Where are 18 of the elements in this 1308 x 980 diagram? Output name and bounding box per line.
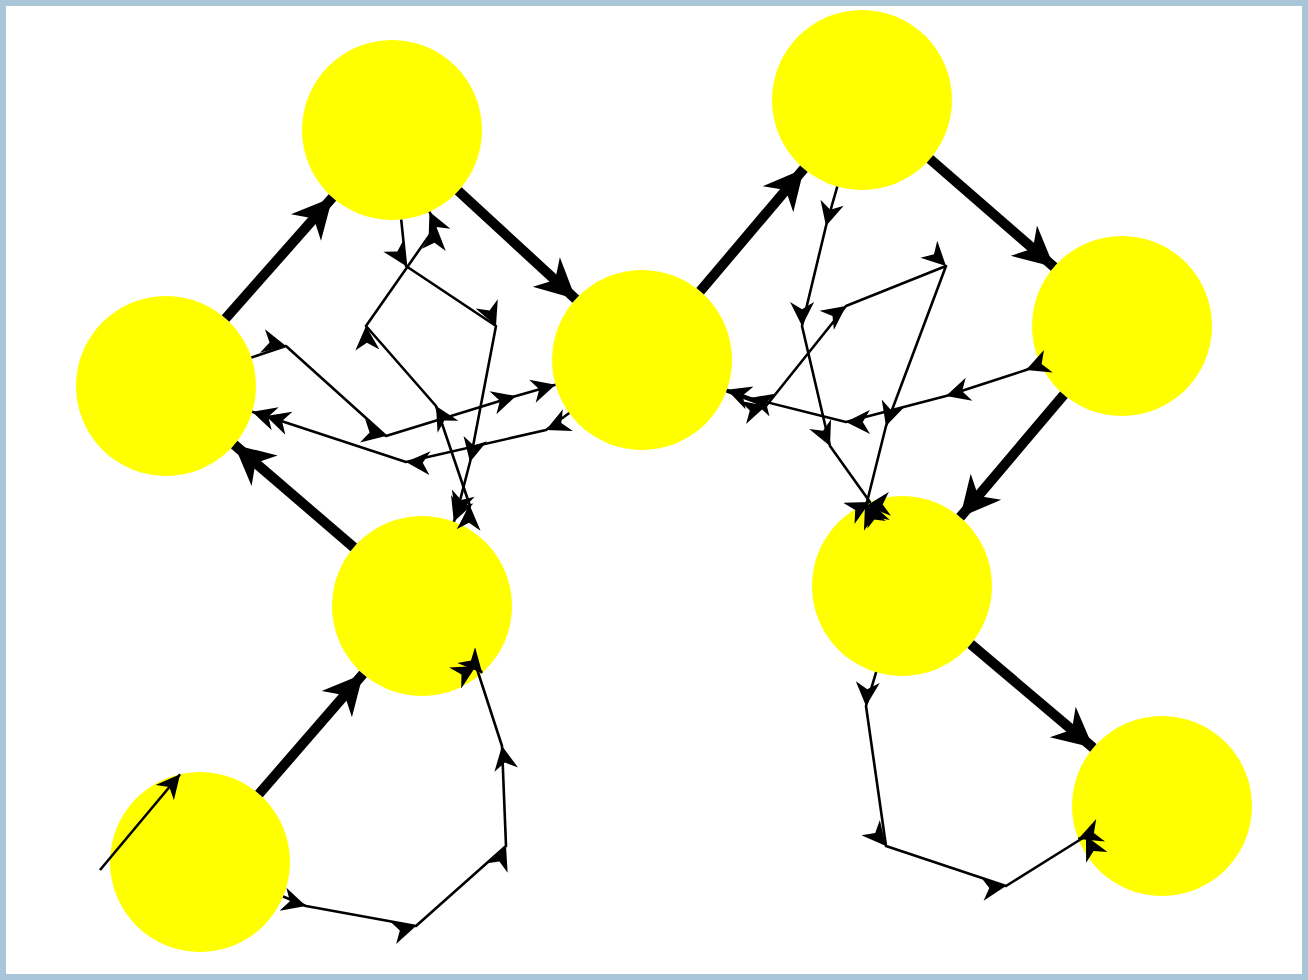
arrow: [99, 773, 182, 871]
arrow: [355, 211, 481, 531]
arrow: [250, 329, 556, 443]
arrow: [790, 186, 890, 529]
arrow: [856, 671, 1107, 901]
arrow: [255, 670, 367, 798]
arrow: [696, 165, 808, 295]
arrow: [726, 350, 1053, 434]
arrow: [251, 407, 573, 475]
arrow: [926, 155, 1058, 271]
arrow: [383, 219, 498, 523]
arrow: [221, 194, 337, 322]
arrow: [956, 391, 1068, 521]
arrow: [231, 440, 357, 552]
arrow: [967, 640, 1097, 752]
arrow: [725, 241, 948, 531]
arrow: [279, 647, 518, 944]
arrow: [454, 187, 580, 303]
